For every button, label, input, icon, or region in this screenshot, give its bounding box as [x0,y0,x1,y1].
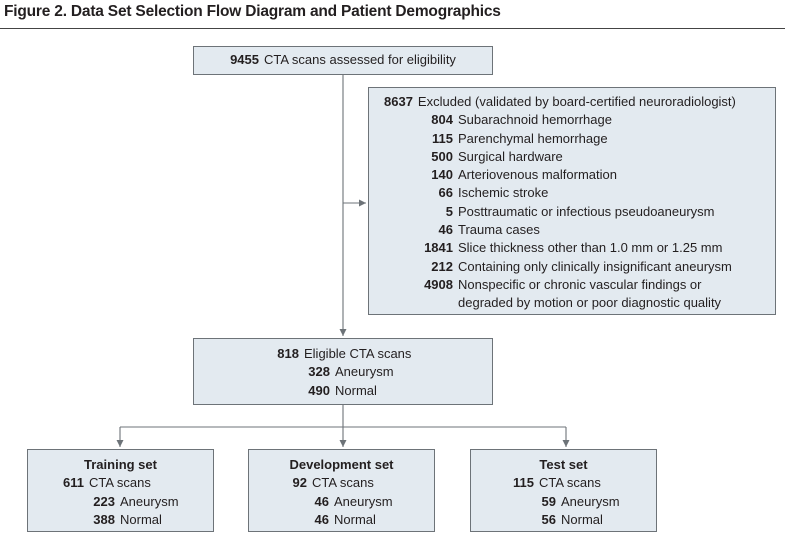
excluded-item: 804 Subarachnoid hemorrhage [369,111,775,129]
excluded-count: 8637 [384,94,413,109]
eligible-normal-count: 490 [308,382,330,398]
excluded-item-label: Arteriovenous malformation [458,167,617,183]
excluded-box: 8637 Excluded (validated by board-certifi… [368,87,776,315]
excluded-item-label: Slice thickness other than 1.0 mm or 1.2… [458,240,723,256]
training-set-title: Training set [84,457,157,472]
excluded-item: 140 Arteriovenous malformation [369,166,775,184]
test-set-box: Test set 115 CTA scans 59 Aneurysm 56 Norma… [470,449,657,532]
excluded-item: 500 Surgical hardware [369,148,775,166]
test-aneurysm-count: 59 [541,493,556,509]
excluded-item-count: 212 [431,258,453,274]
excluded-item-label: Containing only clinically insignificant… [458,258,732,274]
excluded-item: 115 Parenchymal hemorrhage [369,130,775,148]
excluded-item-label: Surgical hardware [458,148,563,164]
test-normal-label: Normal [561,512,603,528]
eligible-box: 818 Eligible CTA scans 328 Aneurysm 490 Nor… [193,338,493,405]
excluded-item-label: Trauma cases [458,222,540,238]
development-set-title: Development set [289,457,394,472]
development-normal-count: 46 [314,512,329,528]
test-set-title: Test set [539,457,588,472]
assessed-count: 9455 [230,52,259,67]
training-aneurysm-count: 223 [93,493,115,509]
training-scans-count: 611 [63,475,84,491]
excluded-item: 46 Trauma cases [369,221,775,239]
excluded-item-count: 804 [431,112,453,128]
excluded-item: 1841 Slice thickness other than 1.0 mm or… [369,239,775,257]
figure-title: Figure 2. Data Set Selection Flow Diagra… [4,3,501,20]
excluded-item: 5 Posttraumatic or infectious pseudoaneur… [369,203,775,221]
excluded-item-label: Parenchymal hemorrhage [458,130,608,146]
excluded-item-label: Posttraumatic or infectious pseudoaneury… [458,203,715,219]
assessed-box: 9455 CTA scans assessed for eligibility [193,46,493,75]
development-aneurysm-count: 46 [314,493,329,509]
excluded-item-label: Subarachnoid hemorrhage [458,112,612,128]
excluded-item: 66 Ischemic stroke [369,184,775,202]
excluded-item-count: 1841 [424,240,453,256]
development-set-box: Development set 92 CTA scans 46 Aneurysm 4… [248,449,435,532]
eligible-aneurysm-count: 328 [308,364,330,380]
excluded-item: 4908 Nonspecific or chronic vascular find… [369,276,775,294]
training-normal-count: 388 [93,512,115,528]
excluded-item-count: 5 [445,203,453,219]
excluded-item-label: Ischemic stroke [458,185,549,201]
development-aneurysm-label: Aneurysm [334,493,393,509]
test-aneurysm-label: Aneurysm [561,493,620,509]
development-scans-count: 92 [292,475,307,491]
assessed-label: CTA scans assessed for eligibility [263,52,456,67]
title-rule [0,28,785,29]
excluded-item-count: 46 [438,222,453,238]
training-aneurysm-label: Aneurysm [120,493,179,509]
development-normal-label: Normal [334,512,376,528]
excluded-item-count: 500 [431,148,453,164]
excluded-item-count: 115 [432,130,453,146]
excluded-item: 212 Containing only clinically insignific… [369,258,775,276]
excluded-item-count: 4908 [424,276,453,292]
development-scans-label: CTA scans [312,475,374,491]
eligible-aneurysm-label: Aneurysm [335,364,394,380]
eligible-label: Eligible CTA scans [304,346,412,361]
eligible-normal-label: Normal [335,382,377,398]
excluded-item-count: 140 [431,167,453,183]
training-normal-label: Normal [120,512,162,528]
training-scans-label: CTA scans [89,475,151,491]
excluded-item-count: 66 [438,185,453,201]
test-normal-count: 56 [541,512,556,528]
training-set-box: Training set 611 CTA scans 223 Aneurysm 38… [27,449,214,532]
test-scans-count: 115 [513,475,534,491]
test-scans-label: CTA scans [539,475,601,491]
excluded-item-label-continued: degraded by motion or poor diagnostic qu… [458,295,722,311]
excluded-item-label: Nonspecific or chronic vascular findings… [458,276,702,292]
eligible-count: 818 [277,346,299,361]
excluded-label: Excluded (validated by board-certified n… [417,94,736,109]
